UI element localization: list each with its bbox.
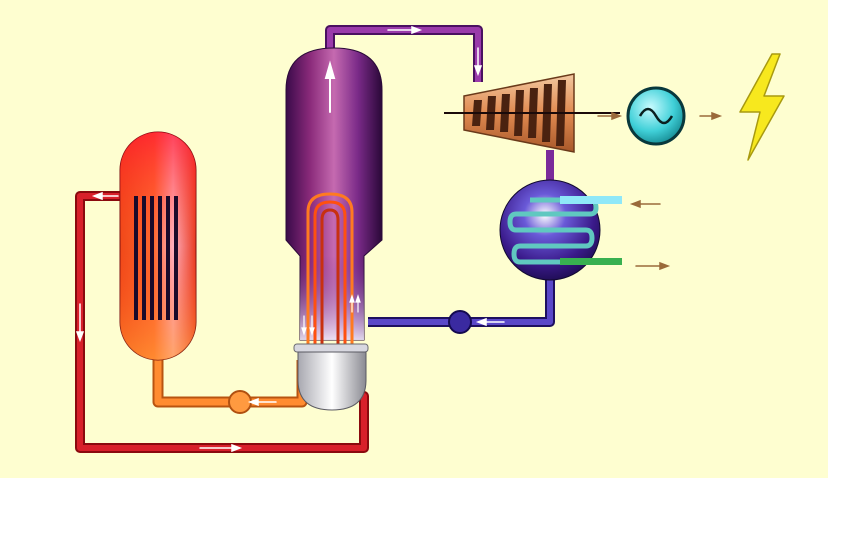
arrow-left [247, 397, 277, 407]
arrow-down [473, 47, 483, 77]
feed-pump [448, 310, 472, 334]
condenser-coil-icon [507, 197, 599, 265]
arrow-up [324, 60, 336, 113]
cooling-water-outlet [560, 258, 622, 265]
cooling-water-inlet [560, 196, 622, 204]
condenser [499, 179, 622, 281]
arrow-down [301, 315, 315, 336]
arrow-right [387, 25, 423, 35]
feed-loop-pipe [152, 350, 308, 408]
arrow-right [635, 261, 671, 271]
arrow-right [597, 111, 723, 121]
pressure-vessel [285, 47, 383, 411]
primary-pump [228, 390, 252, 414]
reactor-vessel-icon [293, 343, 369, 411]
generator [626, 86, 686, 146]
flow-arrows [75, 25, 723, 453]
reactor-core-tank [119, 131, 197, 361]
arrow-up [349, 294, 361, 313]
lightning-bolt-icon [739, 53, 785, 161]
arrow-left [91, 191, 119, 201]
arrow-right [199, 443, 243, 453]
arrow-down [75, 303, 85, 343]
fuel-rods [134, 196, 178, 320]
sine-wave-icon [638, 107, 674, 125]
arrow-left [629, 199, 661, 209]
heat-exchange-tubes [306, 192, 354, 350]
arrow-left [475, 317, 505, 327]
turbine [444, 73, 620, 153]
